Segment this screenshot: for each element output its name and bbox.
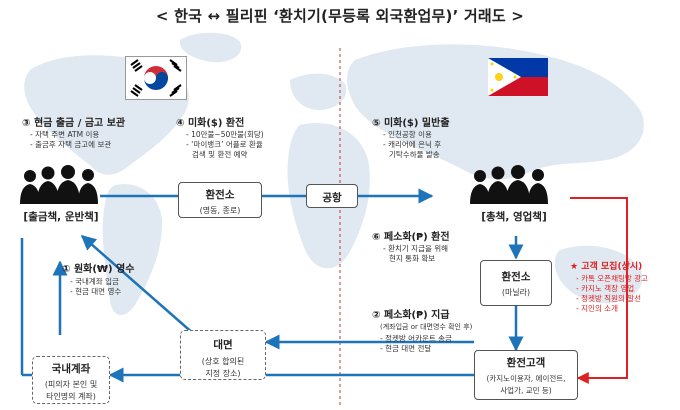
airport-title: 공항 <box>322 192 342 204</box>
step4-title: ④ 미화($) 환전 <box>176 118 245 129</box>
step5-line: - 캐리어에 은닉 후 <box>383 140 442 149</box>
step5-line: - 인천공항 이용 <box>383 130 432 139</box>
step2-title: ② 페소화(₱) 지급 <box>372 310 450 321</box>
world-map <box>24 32 644 316</box>
philippines-flag <box>488 58 548 96</box>
step1-title: ① 원화(₩) 영수 <box>62 264 135 275</box>
recruit-title: ★ 고객 모집(상시) <box>570 262 643 272</box>
domestic-account-box: 국내계좌 (피의자 본인 및 타인명의 계좌) <box>32 356 110 404</box>
recruit-line: - 카지노 객장 영업 <box>576 284 635 293</box>
exchange-office-korea-sub: (명동, 종로) <box>199 206 241 215</box>
step2-line: - 현금 대면 전달 <box>380 344 432 353</box>
domestic-account-title: 국내계좌 <box>51 363 91 375</box>
step6-line: - 환치기 지급을 위해 <box>383 244 449 253</box>
recruit-line: - 정켓방 직원의 알선 <box>576 294 642 303</box>
step4-line: - ‘마이뱅크’ 어플로 환율 <box>186 140 263 149</box>
recruit-line: - 지인의 소개 <box>576 304 618 313</box>
people-group-icon <box>470 165 548 204</box>
exchange-customer-box: 환전고객 (카지노이용자, 에이전트, 사업가, 교민 등) <box>474 350 578 400</box>
exchange-office-manila-title: 환전소 <box>501 271 531 283</box>
step4-line: 검색 및 환전 예약 <box>192 150 248 159</box>
step5-title: ⑤ 미화($) 밀반출 <box>372 118 450 129</box>
korea-flag <box>125 56 187 100</box>
face-meeting-title: 대면 <box>213 339 233 351</box>
exchange-customer-title: 환전고객 <box>506 357 546 369</box>
domestic-account-sub: 타인명의 계좌) <box>46 392 96 401</box>
left-group-label: [출금책, 운반책] <box>23 211 99 223</box>
step1-line: - 현금 대면 영수 <box>70 287 122 296</box>
step6-title: ⑥ 페소화(₱) 환전 <box>372 232 450 243</box>
exchange-office-manila-sub: (마닐라) <box>501 288 531 297</box>
recruit-line: - 카톡 오픈채팅방 광고 <box>576 274 648 283</box>
face-meeting-box: 대면 (상호 합의된 지정 장소) <box>180 330 266 380</box>
step2-line: - 정켓방 어카운트 송금 <box>380 334 452 343</box>
diagram-title: < 한국 ↔ 필리핀 ‘환치기(무등록 외국환업무)’ 거래도 > <box>155 7 525 25</box>
exchange-customer-sub: (카지노이용자, 에이전트, <box>486 374 566 383</box>
airport-box: 공항 <box>306 184 358 208</box>
people-group-icon <box>20 165 98 204</box>
domestic-account-sub: (피의자 본인 및 <box>44 380 98 389</box>
right-group-label: [총책, 영업책] <box>481 211 547 223</box>
step3-line: - 출금후 자택 금고에 보관 <box>30 140 112 149</box>
exchange-customer-sub: 사업가, 교민 등) <box>500 386 552 395</box>
face-meeting-sub: (상호 합의된 <box>201 357 245 366</box>
step3-title: ③ 현금 출금 / 금고 보관 <box>22 118 126 129</box>
step6-line: 현지 통화 확보 <box>389 254 436 263</box>
step5-line: 기탁수하물 발송 <box>389 150 440 159</box>
face-meeting-sub: 지정 장소) <box>205 369 241 378</box>
exchange-office-korea: 환전소 (명동, 종로) <box>178 182 262 218</box>
step3-line: - 자택 주변 ATM 이용 <box>30 130 100 139</box>
step4-line: - 10만불~50만불(회당) <box>186 130 264 139</box>
exchange-office-manila: 환전소 (마닐라) <box>480 260 552 306</box>
exchange-office-korea-title: 환전소 <box>205 189 235 201</box>
step1-line: - 국내계좌 입금 <box>70 277 119 286</box>
step2-note: (계좌입금 or 대면영수 확인 후) <box>380 323 473 331</box>
